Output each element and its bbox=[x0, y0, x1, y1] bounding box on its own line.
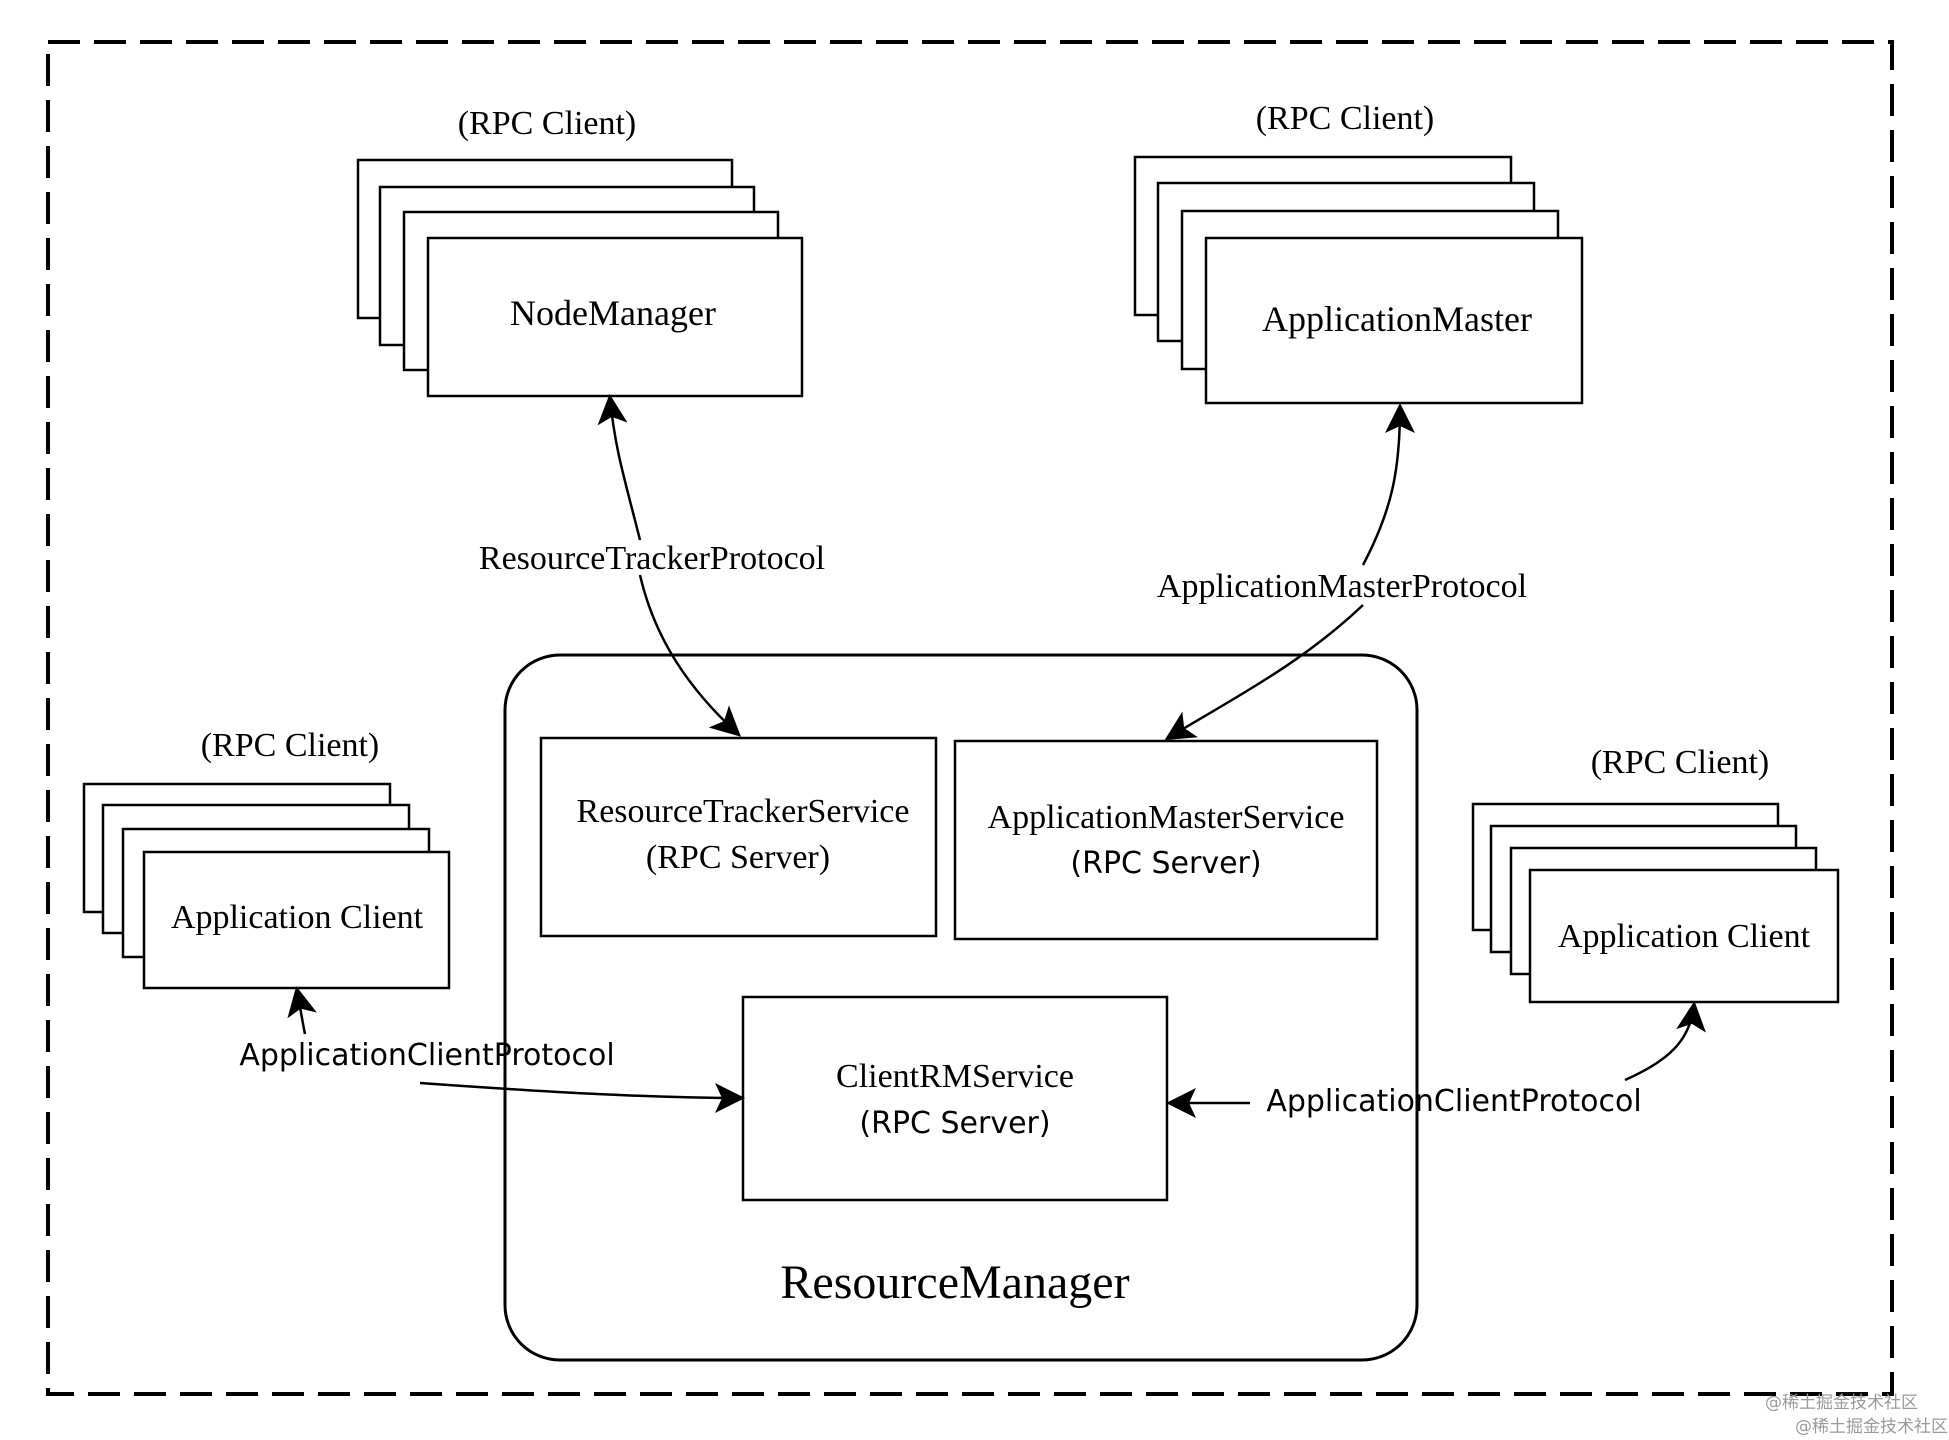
application-master-service-box: ApplicationMasterService (RPC Server) bbox=[953, 739, 1379, 941]
watermark-line-1: @稀土掘金技术社区 bbox=[1765, 1393, 1918, 1413]
resource-tracker-service-role: (RPC Server) bbox=[646, 839, 830, 876]
resource-manager-title: ResourceManager bbox=[780, 1256, 1129, 1309]
application-master-service-name: ApplicationMasterService bbox=[988, 799, 1345, 836]
application-master-label: ApplicationMaster bbox=[1262, 299, 1532, 339]
arrow-left-protocol-to-client bbox=[287, 986, 317, 1035]
arrow-application-master-protocol-to-service bbox=[1164, 604, 1364, 741]
resource-tracker-service-name: ResourceTrackerService bbox=[577, 793, 910, 830]
application-client-protocol-left-label: ApplicationClientProtocol bbox=[239, 1038, 614, 1073]
node-manager-label: NodeManager bbox=[510, 293, 716, 333]
application-master-protocol-label: ApplicationMasterProtocol bbox=[1157, 568, 1527, 605]
application-client-left-stack: Application Client bbox=[82, 782, 451, 990]
arrow-right-protocol-to-client bbox=[1624, 1001, 1706, 1082]
application-master-service-role: (RPC Server) bbox=[1070, 846, 1261, 881]
watermark-line-2: @稀土掘金技术社区 bbox=[1795, 1417, 1948, 1437]
node-manager-stack: NodeManager bbox=[356, 158, 804, 398]
application-client-protocol-right-label: ApplicationClientProtocol bbox=[1266, 1084, 1641, 1119]
client-rm-service-name: ClientRMService bbox=[836, 1058, 1074, 1095]
application-client-right-stack: Application Client bbox=[1471, 802, 1840, 1004]
application-master-stack: ApplicationMaster bbox=[1133, 155, 1584, 405]
outer-dashed-boundary bbox=[46, 40, 1894, 1396]
client-rm-service-role: (RPC Server) bbox=[859, 1106, 1050, 1141]
arrow-resource-tracker-to-node-manager bbox=[597, 394, 642, 541]
resource-tracker-protocol-label: ResourceTrackerProtocol bbox=[479, 540, 825, 577]
application-client-left-label: Application Client bbox=[171, 899, 424, 936]
arrow-resource-tracker-to-service bbox=[638, 574, 741, 737]
rpc-client-label-application-master: (RPC Client) bbox=[1256, 100, 1435, 137]
rpc-client-label-right: (RPC Client) bbox=[1591, 744, 1770, 781]
arrow-application-master-protocol-to-master bbox=[1361, 403, 1415, 566]
resource-tracker-service-box: ResourceTrackerService (RPC Server) bbox=[539, 736, 938, 938]
rpc-client-label-left: (RPC Client) bbox=[201, 727, 380, 764]
arrow-left-protocol-to-client-rm bbox=[419, 1081, 745, 1113]
rpc-client-label-node-manager: (RPC Client) bbox=[458, 105, 637, 142]
client-rm-service-box: ClientRMService (RPC Server) bbox=[741, 995, 1169, 1202]
application-client-right-label: Application Client bbox=[1558, 918, 1811, 955]
